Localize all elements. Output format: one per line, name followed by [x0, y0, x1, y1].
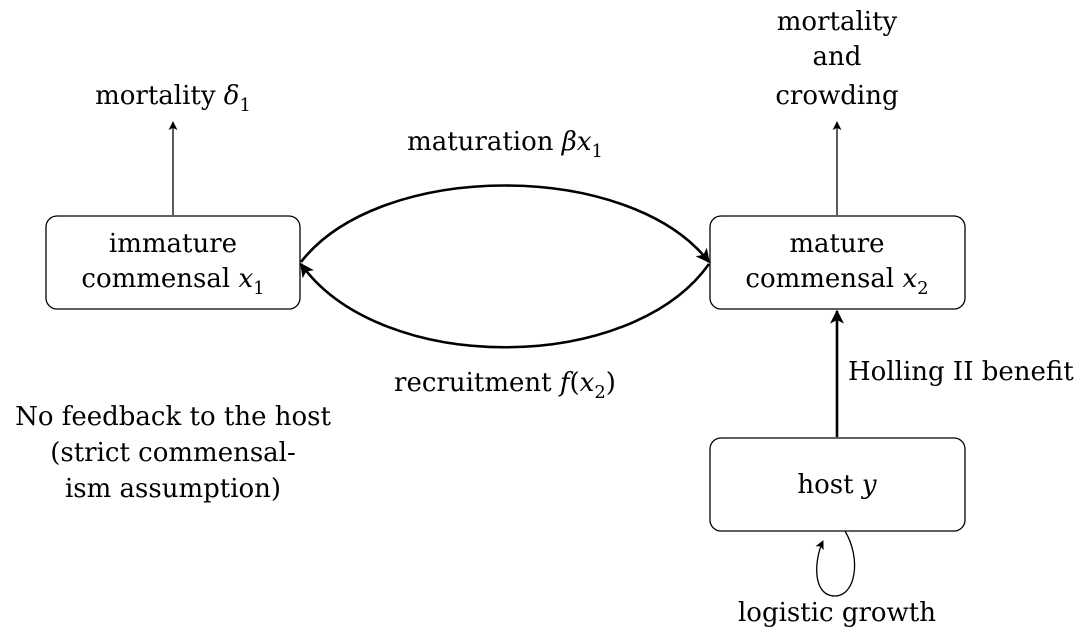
mature-label-line2: commensal x2 [745, 264, 928, 299]
recruitment-arrow [299, 262, 711, 349]
note-line1: No feedback to the host [15, 402, 331, 432]
logistic-growth-label: logistic growth [738, 598, 936, 628]
immature-label-line1: immature [109, 229, 237, 259]
host-label: host y [797, 470, 876, 500]
mortality-mature-label-line1: mortality [777, 7, 898, 37]
note-line2: (strict commensal- [50, 438, 296, 468]
note-line3: ism assumption) [65, 474, 281, 504]
mortality-mature-label-line3: crowding [775, 81, 898, 111]
logistic-growth-loop [815, 530, 856, 597]
maturation-label: maturation βx1 [407, 127, 603, 162]
mature-label-line1: mature [789, 229, 884, 259]
immature-label-line2: commensal x1 [81, 264, 264, 299]
maturation-arrow [299, 184, 711, 264]
host-node [709, 437, 966, 532]
mortality-immature-label: mortality δ1 [95, 81, 251, 116]
recruitment-label: recruitment f(x2) [394, 368, 616, 403]
mature-commensal-node [709, 215, 966, 310]
holling-benefit-label: Holling II benefit [848, 357, 1074, 387]
mortality-mature-label-line2: and [813, 42, 862, 72]
immature-commensal-node [45, 215, 301, 310]
